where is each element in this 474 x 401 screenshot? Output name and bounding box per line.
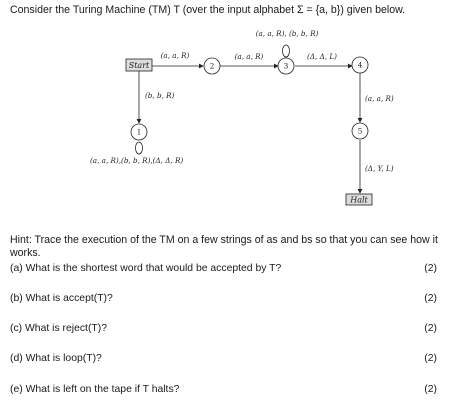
state-label-3: 3 — [284, 62, 289, 71]
halt-label: Halt — [349, 196, 368, 205]
question-e: (e) What is left on the tape if T halts? — [10, 384, 180, 395]
start-box — [125, 58, 153, 72]
edge-label-start-to-2: (a, a, R) — [161, 51, 190, 60]
turing-machine-diagram: Start Halt 2 3 4 1 5 (a, a, R) (a, a, R)… — [90, 29, 394, 206]
start-label: Start — [129, 61, 150, 70]
marks-b: (2) — [424, 293, 437, 304]
halt-box — [345, 193, 373, 206]
state-label-4: 4 — [358, 61, 363, 70]
question-b: (b) What is accept(T)? — [10, 293, 113, 304]
hint-line-2: works. — [10, 247, 41, 259]
state-label-1: 1 — [137, 128, 142, 137]
edge-label-5-to-halt: (Δ, Y, L) — [365, 164, 394, 173]
edge-label-3-to-4: (Δ, Δ, L) — [307, 52, 337, 61]
loop-node-1 — [135, 141, 143, 155]
state-node-2 — [203, 57, 221, 75]
hint-text: Hint: Trace the execution of the TM on a… — [10, 234, 438, 260]
marks-c: (2) — [424, 323, 437, 334]
edge-label-1-loop: (a, a, R),(b, b, R),(Δ, Δ, R) — [90, 156, 183, 165]
loop-node-3 — [282, 44, 290, 58]
question-d: (d) What is loop(T)? — [10, 353, 102, 364]
edge-label-4-to-5: (a, a, R) — [365, 94, 394, 103]
marks-d: (2) — [424, 353, 437, 364]
question-c: (c) What is reject(T)? — [10, 323, 107, 334]
state-label-5: 5 — [358, 127, 363, 136]
state-node-3 — [277, 57, 295, 75]
hint-line-1: Hint: Trace the execution of the TM on a… — [10, 234, 438, 246]
state-node-4 — [351, 56, 369, 74]
state-label-2: 2 — [210, 62, 215, 71]
state-node-5 — [351, 122, 369, 140]
intro-text: Consider the Turing Machine (TM) T (over… — [10, 4, 406, 16]
edge-label-3-loop: (a, a, R), (b, b, R) — [256, 29, 319, 38]
edge-label-2-to-3: (a, a, R) — [235, 52, 264, 61]
state-node-1 — [130, 123, 148, 141]
marks-a: (2) — [424, 263, 437, 274]
marks-e: (2) — [424, 384, 437, 395]
edge-label-start-to-1: (b, b, R) — [145, 91, 175, 100]
question-a: (a) What is the shortest word that would… — [10, 263, 282, 274]
